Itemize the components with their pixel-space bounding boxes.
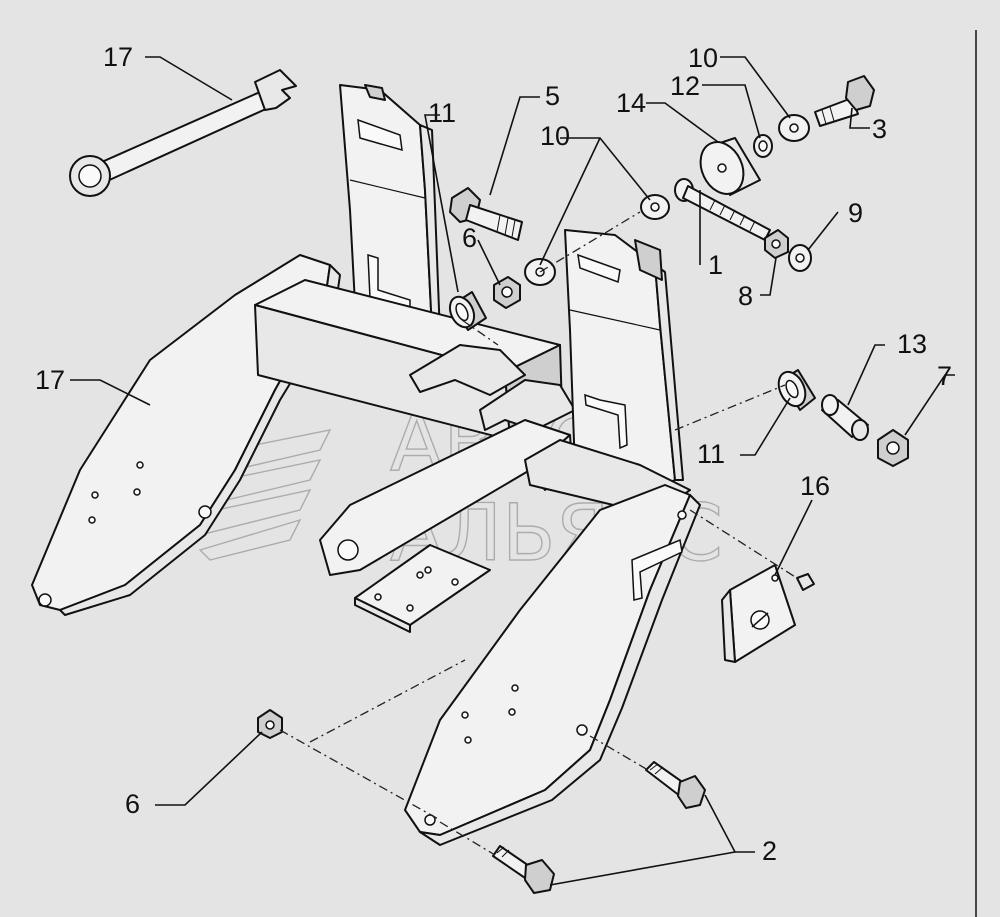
callout-17: 17 bbox=[35, 365, 65, 395]
part-3-bolt bbox=[814, 75, 875, 127]
part-11-bushing-upper bbox=[448, 291, 487, 331]
callout-6-upper: 6 bbox=[462, 223, 477, 253]
callout-1: 1 bbox=[708, 250, 723, 280]
callout-13: 13 bbox=[897, 329, 927, 359]
right-frame-plate bbox=[404, 484, 701, 846]
center-bracket bbox=[409, 344, 576, 431]
part-8-nut bbox=[764, 229, 789, 259]
callout-6-lower: 6 bbox=[125, 789, 140, 819]
callout-8: 8 bbox=[738, 281, 753, 311]
washer-hole bbox=[795, 253, 805, 263]
callout-16: 16 bbox=[800, 471, 830, 501]
part-5-bolt bbox=[449, 187, 523, 241]
callout-12: 12 bbox=[670, 71, 700, 101]
callout-7: 7 bbox=[937, 361, 952, 391]
washer-hole bbox=[789, 123, 799, 133]
callout-11-upper: 11 bbox=[428, 98, 456, 128]
callout-5: 5 bbox=[545, 81, 560, 111]
mounting-plate bbox=[354, 544, 491, 633]
part-7-nut bbox=[877, 429, 909, 467]
callouts: 17 17 5 11 6 10 14 12 10 3 1 9 8 13 7 11… bbox=[35, 42, 952, 866]
part-17-left-plate bbox=[31, 254, 341, 616]
part-14-roller bbox=[699, 137, 761, 196]
part-2-bolt-upper bbox=[645, 761, 706, 809]
part-16-cover-plate bbox=[721, 564, 815, 663]
washer-hole bbox=[650, 202, 660, 212]
part-13-sleeve bbox=[821, 394, 869, 441]
callout-15: 17 bbox=[103, 42, 133, 72]
callout-3: 3 bbox=[872, 114, 887, 144]
callout-9: 9 bbox=[848, 198, 863, 228]
callout-2: 2 bbox=[762, 836, 777, 866]
callout-10-top: 10 bbox=[688, 43, 718, 73]
part-11-bushing-right bbox=[777, 369, 816, 411]
part-6-nut-lower bbox=[257, 709, 283, 739]
spacer-hole bbox=[758, 140, 768, 152]
leader-lines bbox=[70, 56, 955, 886]
callout-10-left: 10 bbox=[540, 121, 570, 151]
callout-14: 14 bbox=[616, 88, 646, 118]
part-15-wrench bbox=[69, 69, 297, 197]
callout-11-right: 11 bbox=[697, 439, 725, 469]
right-upright-bracket bbox=[564, 229, 684, 501]
part-16-screw bbox=[796, 573, 815, 591]
part-2-bolt-lower bbox=[492, 845, 555, 894]
assembly-lines bbox=[279, 211, 801, 856]
